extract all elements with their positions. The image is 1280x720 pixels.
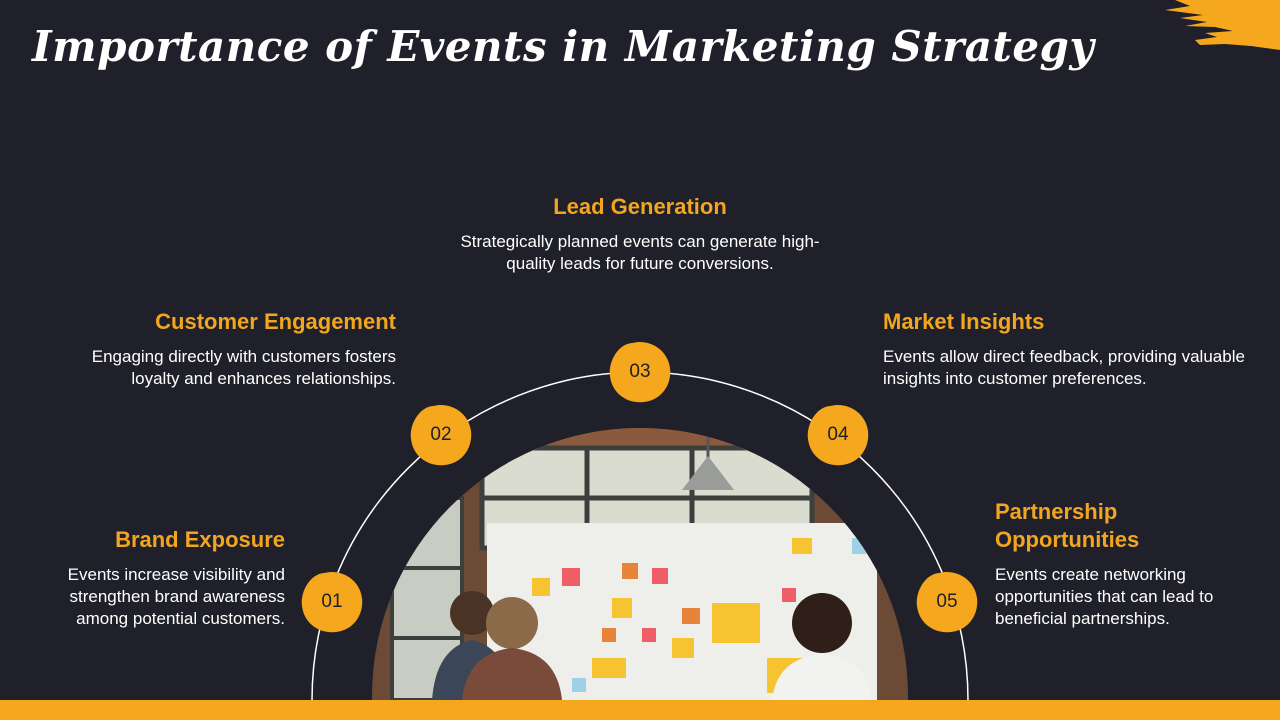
item-heading: Partnership Opportunities [995, 499, 1140, 552]
brush-stroke-decoration [1165, 0, 1280, 50]
item-lead-generation: Lead Generation Strategically planned ev… [440, 193, 840, 275]
slide-title: Importance of Events in Marketing Strate… [32, 22, 1095, 71]
step-number: 03 [629, 361, 651, 382]
item-description: Events allow direct feedback, providing … [883, 347, 1245, 388]
item-heading: Brand Exposure [115, 527, 285, 552]
item-heading: Lead Generation [553, 194, 727, 219]
step-number: 05 [936, 591, 958, 612]
item-description: Engaging directly with customers fosters… [91, 347, 396, 388]
step-badge-03: 03 [608, 340, 672, 404]
item-description: Events increase visibility and strengthe… [67, 565, 285, 628]
step-number: 02 [430, 424, 452, 445]
step-number: 01 [321, 591, 343, 612]
item-heading: Market Insights [883, 309, 1045, 334]
step-badge-02: 02 [409, 403, 473, 467]
step-number: 04 [827, 424, 849, 445]
item-description: Strategically planned events can generat… [460, 232, 820, 273]
item-customer-engagement: Customer Engagement Engaging directly wi… [50, 308, 396, 390]
item-description: Events create networking opportunities t… [995, 565, 1214, 628]
item-heading: Customer Engagement [155, 309, 396, 334]
bottom-accent-bar [0, 700, 1280, 720]
step-badge-04: 04 [806, 403, 870, 467]
item-partnership-opportunities: Partnership Opportunities Events create … [995, 498, 1245, 630]
item-brand-exposure: Brand Exposure Events increase visibilit… [30, 526, 285, 630]
step-badge-05: 05 [915, 570, 979, 634]
step-badge-01: 01 [300, 570, 364, 634]
item-market-insights: Market Insights Events allow direct feed… [883, 308, 1253, 390]
